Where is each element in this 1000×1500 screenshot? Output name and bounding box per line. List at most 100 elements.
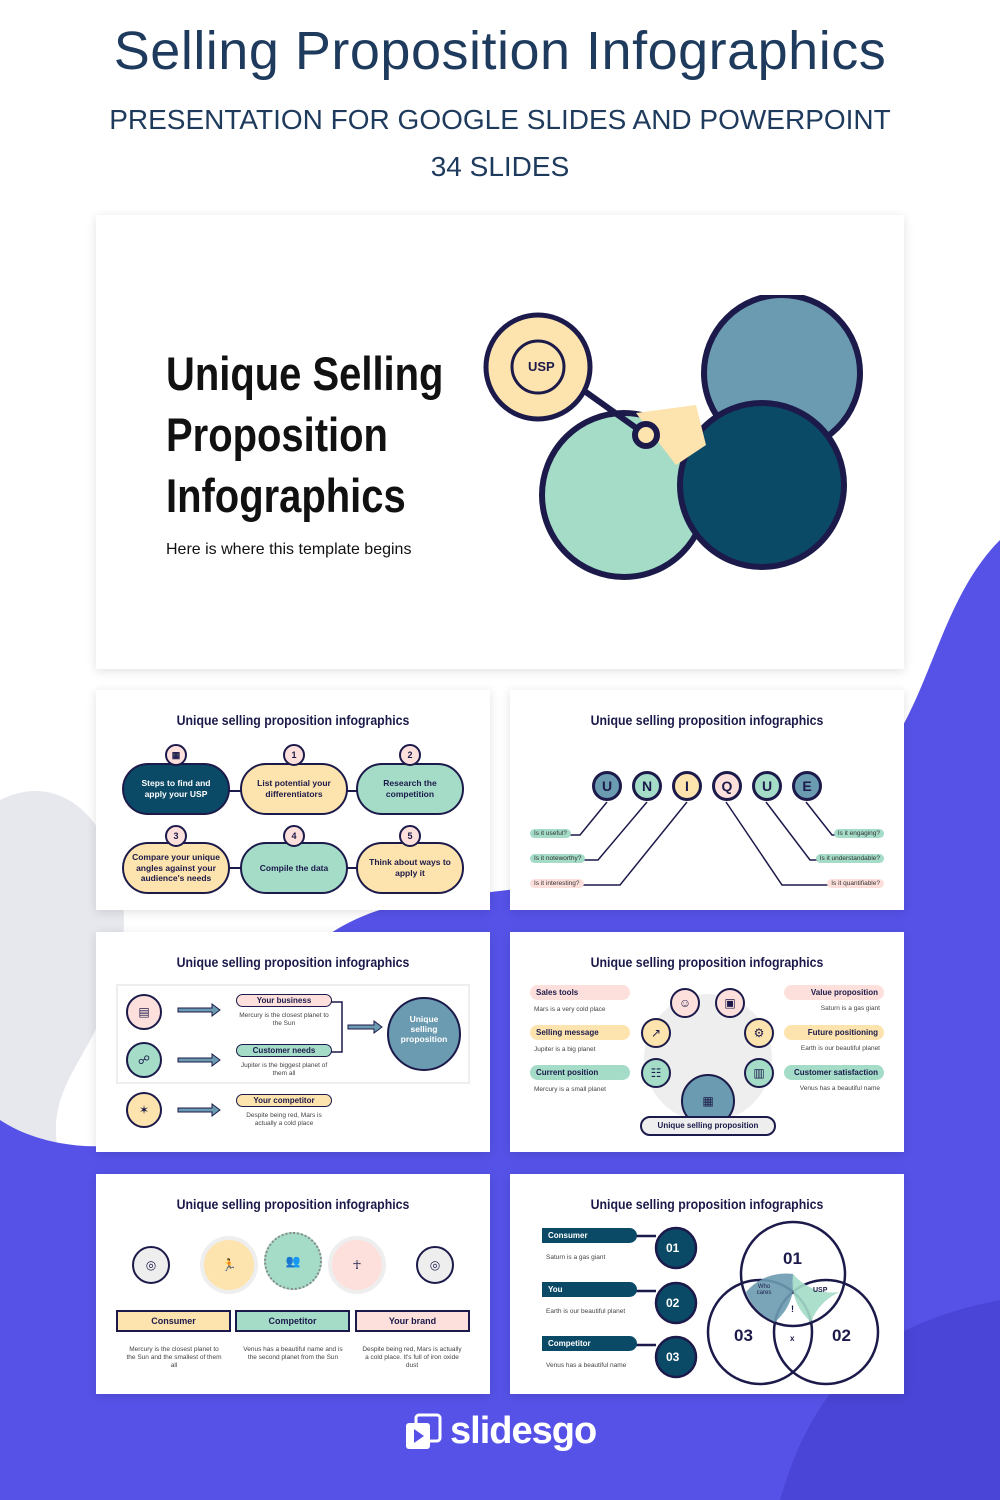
wheel-center-label: Unique selling proposition: [640, 1116, 776, 1136]
slide-title: Unique selling proposition infographics: [176, 712, 410, 728]
step-number: 1: [283, 744, 305, 766]
wheel-text: Mercury is a small planet: [534, 1086, 606, 1093]
triad-label: Competitor: [235, 1310, 350, 1332]
letter-i: I: [672, 771, 702, 801]
venn-circle-number: 03: [734, 1326, 753, 1345]
venn-number: 02: [666, 1296, 680, 1310]
person-icon: ☺: [670, 988, 700, 1018]
flow-label: Your business: [236, 994, 332, 1007]
venn-diagram: [636, 1220, 880, 1386]
wheel-text: Mars is a very cold place: [534, 1006, 606, 1013]
slide-title: Unique selling proposition infographics: [590, 1196, 824, 1212]
business-icon: ▤: [126, 994, 162, 1030]
desk-icon: ▥: [744, 1058, 774, 1088]
needs-icon: ☍: [126, 1042, 162, 1078]
family-icon: ☥: [328, 1236, 386, 1294]
usp-icon: ▦: [165, 744, 187, 766]
slide-title: Unique selling proposition infographics: [176, 1196, 410, 1212]
page-title: Selling Proposition Infographics: [113, 21, 887, 81]
step-number: 2: [399, 744, 421, 766]
question: Is it quantifiable?: [827, 879, 884, 888]
cover-slide[interactable]: Unique Selling Proposition Infographics …: [96, 215, 904, 669]
venn-inner-label: USP: [813, 1287, 828, 1294]
wheel-label: Value proposition: [784, 985, 884, 1000]
venn-inner-label: Who cares: [756, 1284, 772, 1296]
question: Is it understandable?: [815, 854, 884, 863]
question: Is it useful?: [530, 829, 571, 838]
triad-label: Your brand: [355, 1310, 470, 1332]
letter-e: E: [792, 771, 822, 801]
wheel-text: Jupiter is a big planet: [534, 1046, 596, 1053]
usp-icon: ◎: [416, 1246, 454, 1284]
venn-illustration: [483, 295, 863, 580]
step-1: List potential your differentiators: [240, 763, 348, 815]
flow-text: Jupiter is the biggest planet of them al…: [240, 1062, 328, 1077]
venn-label: Competitor: [542, 1336, 637, 1351]
question: Is it interesting?: [530, 879, 584, 888]
gear-icon: ⚙: [744, 1018, 774, 1048]
venn-number: 03: [666, 1350, 680, 1364]
cover-tagline: Here is where this template begins: [166, 541, 412, 558]
venn-label: You: [542, 1282, 637, 1297]
step-main: Steps to find and apply your USP: [122, 763, 230, 815]
cover-title-line: Unique Selling: [166, 347, 444, 400]
slide-unique[interactable]: Unique selling proposition infographics …: [510, 690, 904, 910]
venn-number: 01: [666, 1241, 680, 1255]
slide-venn[interactable]: Unique selling proposition infographics …: [510, 1174, 904, 1394]
flow-label: Customer needs: [236, 1044, 332, 1057]
chart-icon: ↗: [641, 1018, 671, 1048]
slide-count: 34 SLIDES: [430, 151, 570, 182]
usp-badge: USP: [528, 359, 555, 374]
step-number: 4: [283, 825, 305, 847]
venn-circle-number: 02: [832, 1326, 851, 1345]
wheel-label: Customer satisfaction: [784, 1065, 884, 1080]
flow-label: Your competitor: [236, 1094, 332, 1107]
group-frame: [116, 984, 470, 1084]
venn-circle-number: 01: [783, 1249, 802, 1268]
wheel-text: Venus has a beautiful name: [799, 1085, 880, 1092]
people-icon: 👥: [264, 1232, 322, 1290]
slide-triad[interactable]: Unique selling proposition infographics …: [96, 1174, 490, 1394]
slide-wheel[interactable]: Unique selling proposition infographics …: [510, 932, 904, 1152]
letter-u: U: [592, 771, 622, 801]
cover-title-line: Infographics: [166, 469, 406, 522]
slide-title: Unique selling proposition infographics: [590, 954, 824, 970]
step-5: Think about ways to apply it: [356, 842, 464, 894]
wheel-text: Earth is our beautiful planet: [800, 1045, 880, 1052]
wheel-label: Current position: [530, 1065, 630, 1080]
triad-label: Consumer: [116, 1310, 231, 1332]
question: Is it engaging?: [833, 829, 884, 838]
letter-u: U: [752, 771, 782, 801]
letter-n: N: [632, 771, 662, 801]
slide-title: Unique selling proposition infographics: [590, 712, 824, 728]
cover-title: Unique Selling Proposition Infographics: [166, 343, 443, 526]
brand-name: slidesgo: [450, 1410, 597, 1452]
slidesgo-logo-icon: [406, 1413, 442, 1449]
runner-icon: 🏃: [200, 1236, 258, 1294]
wheel-label: Sales tools: [530, 985, 630, 1000]
usp-result: Unique selling proposition: [400, 1014, 448, 1044]
page-subtitle: PRESENTATION FOR GOOGLE SLIDES AND POWER…: [109, 104, 891, 135]
letter-q: Q: [712, 771, 742, 801]
triad-text: Venus has a beautiful name and is the se…: [243, 1346, 343, 1361]
question: Is it noteworthy?: [530, 854, 586, 863]
flow-text: Mercury is the closest planet to the Sun: [239, 1012, 329, 1027]
slide-steps[interactable]: Unique selling proposition infographics …: [96, 690, 490, 910]
venn-text: Venus has a beautiful name: [546, 1362, 627, 1369]
slide-flow[interactable]: Unique selling proposition infographics …: [96, 932, 490, 1152]
wheel-label: Selling message: [530, 1025, 630, 1040]
venn-text: Earth is our beautiful planet: [546, 1308, 626, 1315]
venn-text: Saturn is a gas giant: [546, 1254, 606, 1261]
wheel-label: Future positioning: [784, 1025, 884, 1040]
slide-title: Unique selling proposition infographics: [176, 954, 410, 970]
slidesgo-logo: slidesgo: [404, 1410, 597, 1453]
venn-inner-label: !: [791, 1304, 794, 1314]
flow-text: Despite being red, Mars is actually a co…: [246, 1112, 322, 1127]
step-number: 3: [165, 825, 187, 847]
triad-text: Despite being red, Mars is actually a co…: [362, 1346, 462, 1369]
box-icon: ▣: [715, 988, 745, 1018]
step-2: Research the competition: [356, 763, 464, 815]
triad-text: Mercury is the closest planet to the Sun…: [126, 1346, 222, 1369]
venn-label: Consumer: [542, 1228, 637, 1243]
competitor-icon: ✶: [126, 1092, 162, 1128]
